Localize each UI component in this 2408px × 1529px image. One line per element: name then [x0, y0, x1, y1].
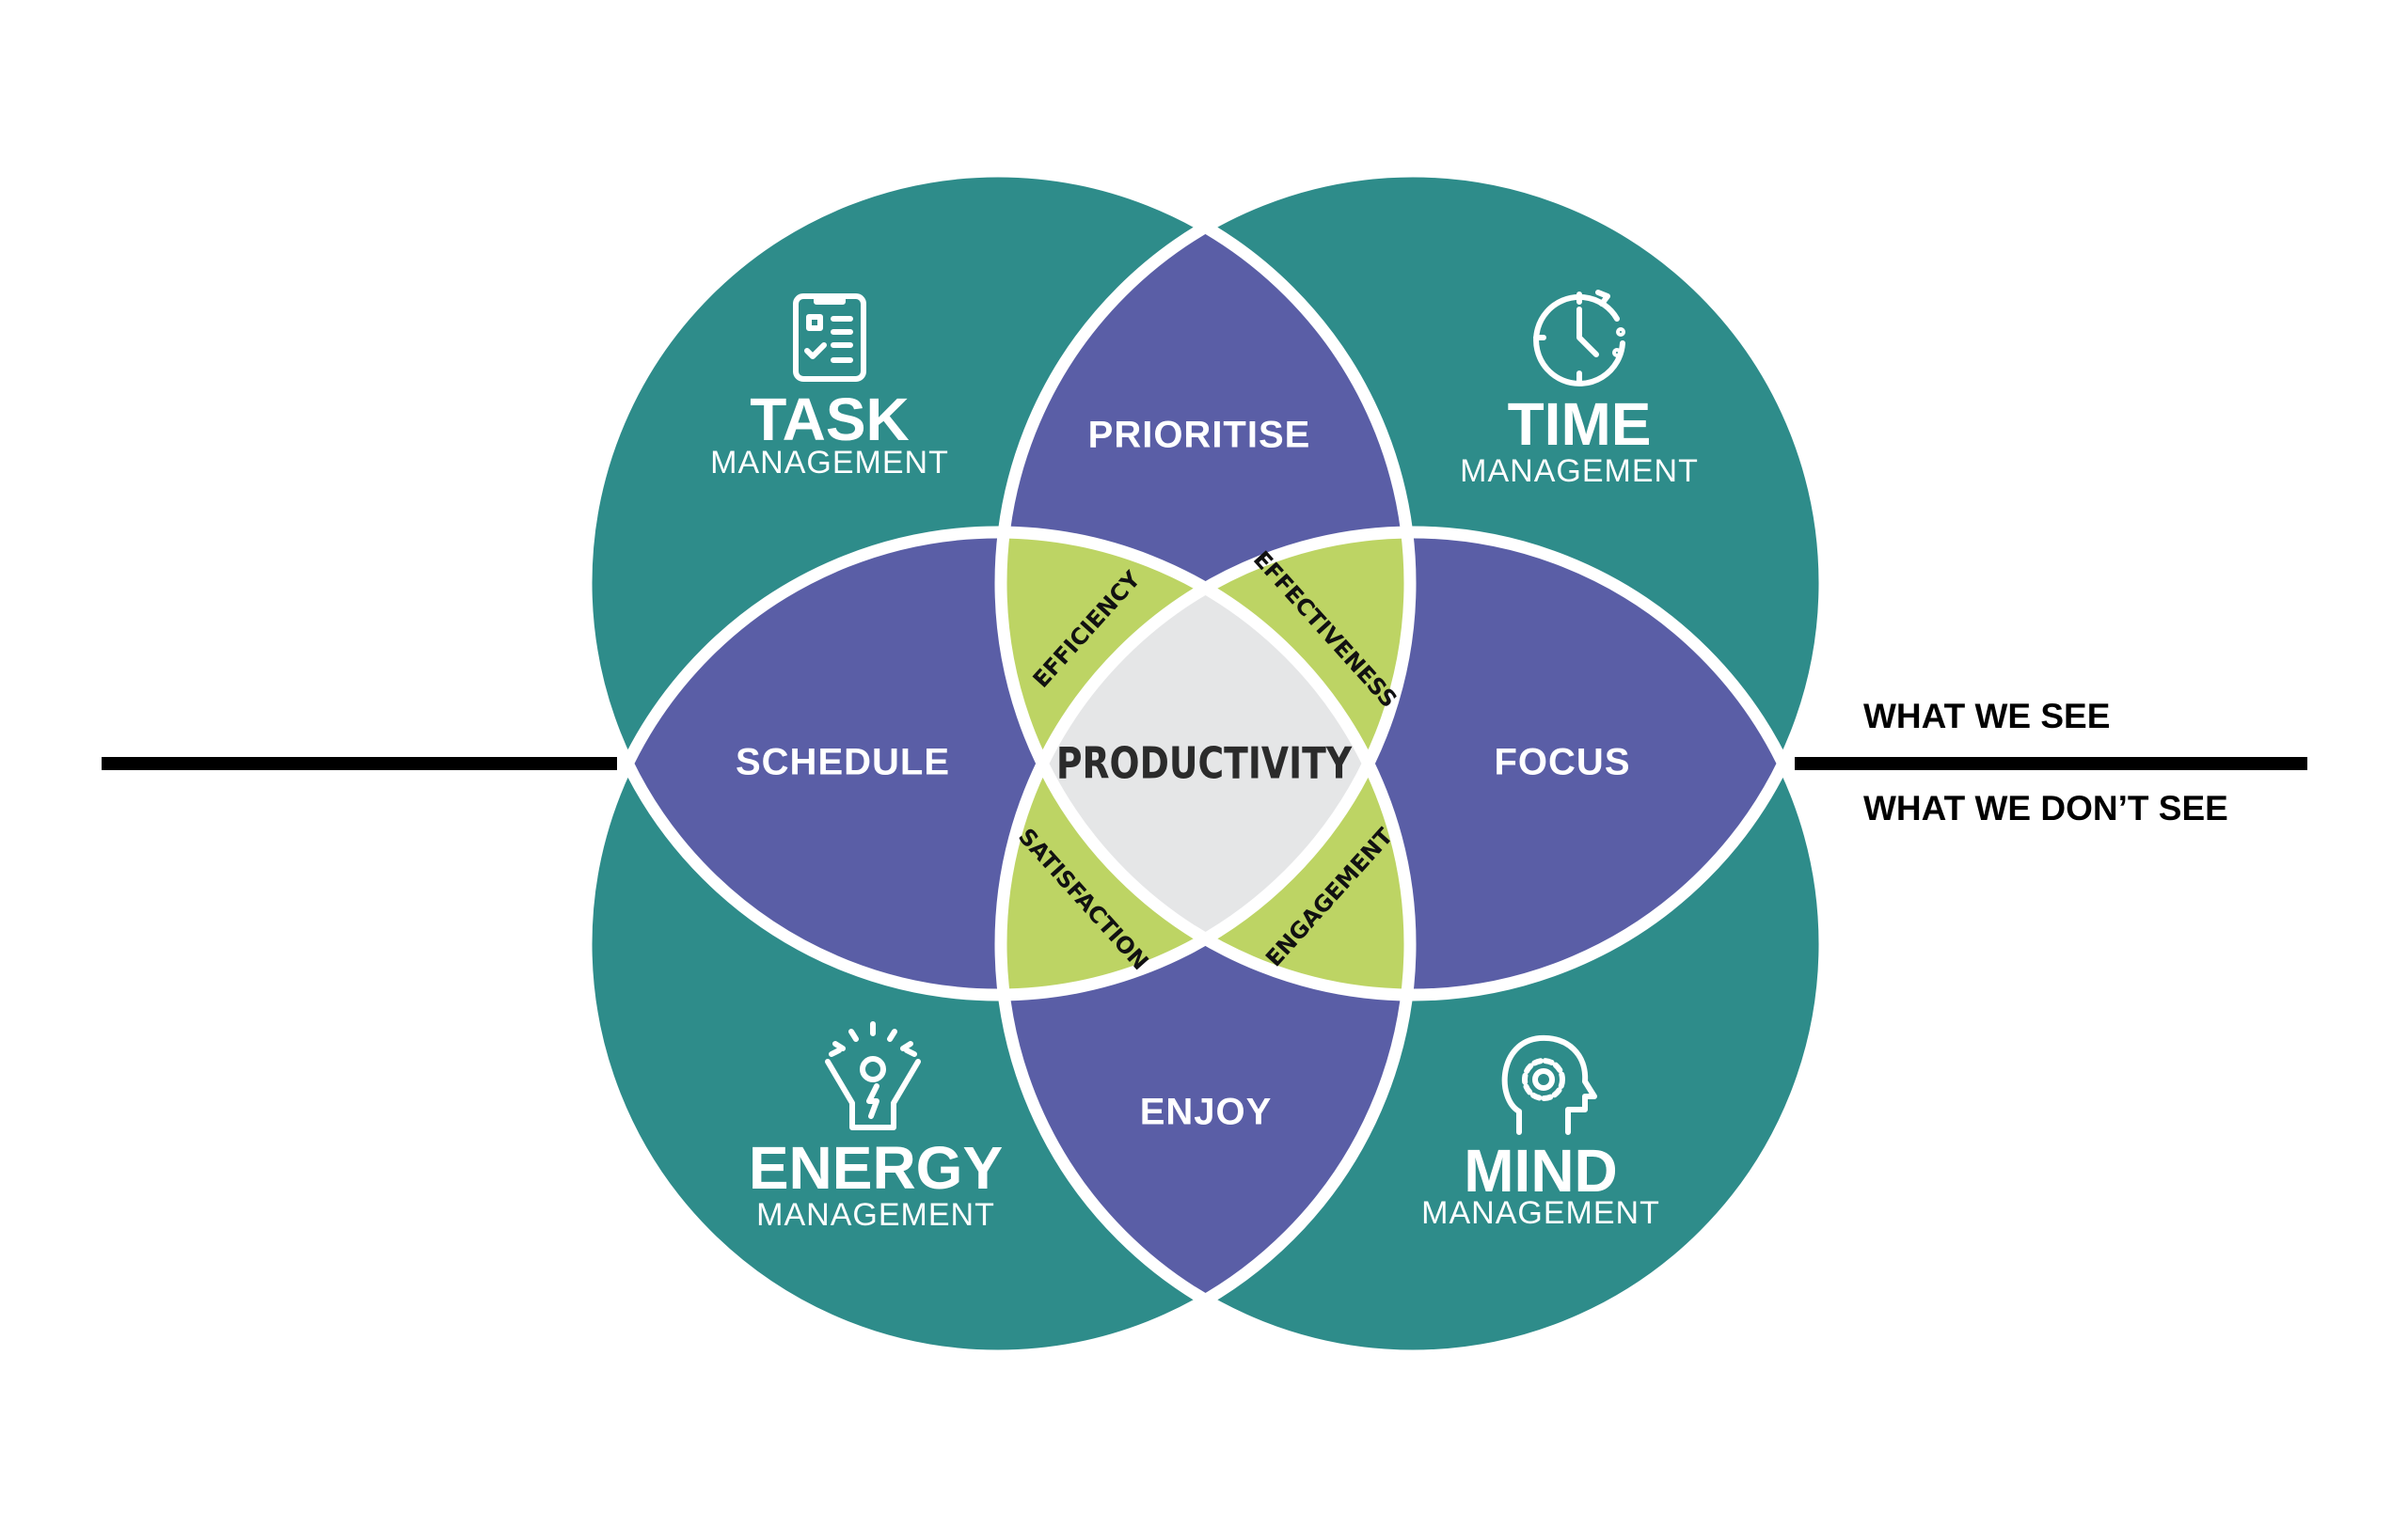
mind-subtitle: MANAGEMENT: [1421, 1195, 1660, 1231]
clipboard-checklist-icon: [793, 293, 866, 382]
enjoy-label: ENJOY: [1140, 1092, 1273, 1133]
mind-title: MIND: [1464, 1137, 1618, 1205]
energy-title: ENERGY: [749, 1134, 1003, 1202]
time-title: TIME: [1508, 390, 1652, 458]
head-gear-icon: [1501, 1034, 1597, 1135]
energized-person-icon: [825, 1021, 921, 1130]
productivity-label: PRODUCTIVITY: [1056, 738, 1353, 789]
region-productivity: [1001, 532, 1410, 995]
focus-label: FOCUS: [1495, 742, 1631, 783]
what-we-see-label: WHAT WE SEE: [1863, 697, 2110, 735]
time-subtitle: MANAGEMENT: [1460, 453, 1699, 489]
task-title: TASK: [750, 386, 909, 453]
what-we-dont-see-label: WHAT WE DON’T SEE: [1863, 789, 2228, 828]
energy-subtitle: MANAGEMENT: [756, 1197, 995, 1233]
divider-line-right: [1795, 757, 2307, 770]
divider-line-left: [102, 757, 617, 770]
schedule-label: SCHEDULE: [736, 742, 950, 783]
prioritise-label: PRIORITISE: [1088, 415, 1311, 456]
task-subtitle: MANAGEMENT: [710, 445, 949, 481]
clock-icon: [1533, 290, 1625, 386]
